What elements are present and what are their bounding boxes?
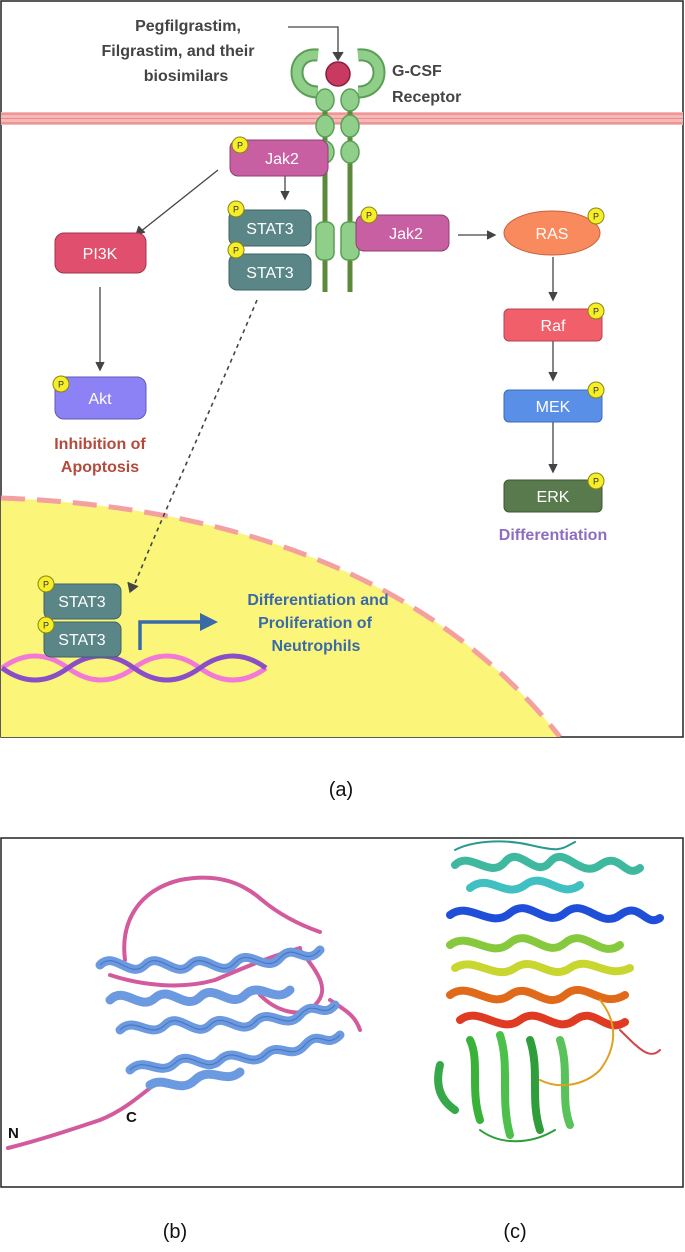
drug-label-line-3: biosimilars [144, 68, 229, 85]
caption-c: (c) [503, 1221, 526, 1243]
n-terminus-label: N [8, 1125, 19, 1142]
ras-box [503, 210, 601, 256]
pi3k-box [54, 232, 147, 274]
phospho-marker: P [233, 246, 239, 256]
phospho-marker: P [43, 580, 49, 590]
differentiation-label: Differentiation [499, 527, 607, 544]
jak2-top-label: Jak2 [265, 151, 299, 168]
panel-a: Jak2 STAT3 STAT3 Jak2 PI3K Akt RAS Raf M… [0, 0, 684, 738]
ras-label: RAS [536, 226, 569, 243]
dna-helix [0, 653, 268, 683]
inhibition-label-line-2: Apoptosis [61, 459, 139, 476]
panel-b-protein: N C [6, 875, 362, 1150]
nuclear-stat3-bottom-box [43, 621, 122, 658]
phospho-marker: P [237, 141, 243, 151]
pi3k-label: PI3K [83, 246, 118, 263]
phospho-marker: P [366, 211, 372, 221]
panel-c-protein [434, 840, 664, 1143]
outcome-label-line-2: Proliferation of [258, 615, 372, 632]
phospho-marker: P [233, 205, 239, 215]
nuclear-stat3-bottom-label: STAT3 [58, 632, 106, 649]
raf-label: Raf [541, 318, 566, 335]
stat3-bottom-box [228, 253, 312, 291]
caption-b: (b) [163, 1221, 187, 1243]
ligand-molecule [325, 61, 351, 87]
stat3-top-label: STAT3 [246, 221, 294, 238]
nuclear-stat3-top-box [43, 583, 122, 620]
outcome-label-line-1: Differentiation and [247, 592, 388, 609]
g-csf-receptor [290, 48, 386, 292]
drug-label-line-2: Filgrastim, and their [102, 43, 255, 60]
phospho-marker: P [593, 386, 599, 396]
stat3-bottom-label: STAT3 [246, 265, 294, 282]
phospho-marker: P [593, 307, 599, 317]
nuclear-stat3-top-label: STAT3 [58, 594, 106, 611]
phospho-marker: P [593, 212, 599, 222]
mek-label: MEK [536, 399, 571, 416]
nuclear-envelope [1, 495, 562, 737]
arrows [95, 26, 558, 594]
akt-label: Akt [88, 391, 112, 408]
erk-label: ERK [537, 489, 570, 506]
stat3-top-box [228, 209, 312, 247]
mek-box [503, 389, 603, 423]
outcome-label-line-3: Neutrophils [272, 638, 361, 655]
panel-bc-frame [0, 837, 684, 1188]
c-terminus-label: C [126, 1109, 137, 1126]
inhibition-label-line-1: Inhibition of [54, 436, 146, 453]
jak2-top-box [229, 139, 329, 177]
akt-box [54, 376, 147, 420]
erk-box [503, 479, 603, 513]
jak2-right-box [355, 214, 450, 252]
caption-a: (a) [329, 779, 353, 801]
receptor-label-line-2: Receptor [392, 89, 461, 106]
transcription-arrow [138, 620, 205, 650]
phospho-markers: P P P P P P P P P P P [37, 136, 605, 634]
nucleus [1, 498, 560, 737]
phospho-marker: P [58, 380, 64, 390]
drug-label-line-1: Pegfilgrastim, [135, 18, 241, 35]
jak2-right-label: Jak2 [389, 226, 423, 243]
phospho-marker: P [593, 477, 599, 487]
raf-box [503, 308, 603, 342]
receptor-label-line-1: G-CSF [392, 63, 442, 80]
phospho-marker: P [43, 621, 49, 631]
